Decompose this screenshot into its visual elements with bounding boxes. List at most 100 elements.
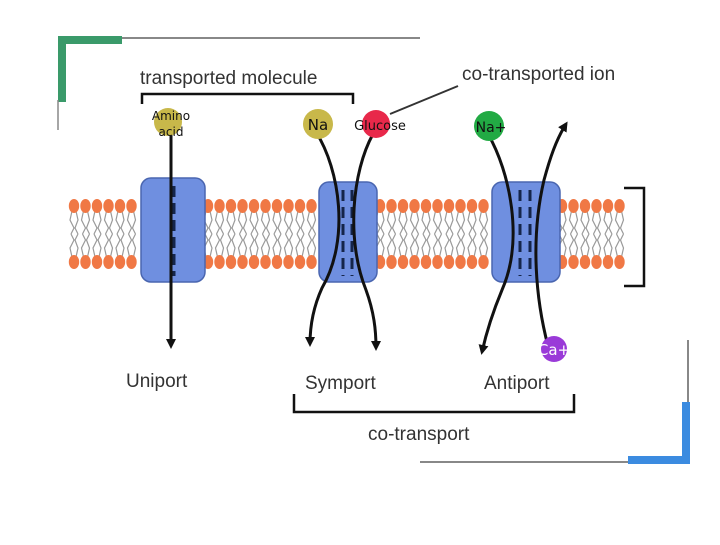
calcium-molecule: [541, 336, 567, 362]
lipid-tail: [580, 210, 590, 258]
lipid-head: [306, 198, 317, 214]
lipid-head: [409, 198, 420, 214]
lipid-head: [602, 254, 614, 270]
lipid-head: [420, 198, 432, 214]
lipid-head: [214, 198, 225, 214]
lipid-tail: [203, 210, 213, 258]
lipid-head: [271, 198, 283, 214]
lipid-head: [579, 198, 591, 214]
lipid-head: [306, 254, 317, 270]
amino-acid-molecule: [154, 108, 182, 136]
lipid-head: [478, 254, 489, 270]
lipid-tail: [115, 210, 125, 258]
frame-green-bar-horizontal: [58, 36, 122, 44]
lipid-head: [478, 198, 489, 214]
lipid-head: [283, 198, 294, 214]
frame-blue-bar-horizontal: [628, 456, 690, 464]
lipid-head: [126, 254, 137, 270]
lipid-head: [466, 254, 478, 270]
lipid-head: [225, 254, 237, 270]
lipid-tail: [237, 210, 248, 258]
frame: [57, 36, 690, 464]
lipid-head: [591, 198, 602, 214]
lipid-tail: [69, 210, 79, 258]
lipid-head: [397, 254, 409, 270]
co-transport-bracket: [292, 394, 576, 414]
frame-blue-bar-vertical: [682, 402, 690, 464]
symport-arrow-sodium: [305, 131, 341, 347]
lipid-head: [126, 198, 137, 214]
lipid-head: [466, 198, 478, 214]
lipid-head: [283, 254, 294, 270]
sodium-symport-molecule: [303, 109, 333, 139]
lipid-head: [591, 254, 602, 270]
lipid-tail: [306, 210, 317, 258]
lipid-head: [614, 254, 625, 270]
lipid-head: [579, 254, 591, 270]
lipid-tail: [260, 210, 271, 258]
lipid-head: [260, 254, 271, 270]
lipid-head: [214, 254, 225, 270]
sodium-symport-label: Na: [308, 116, 328, 134]
co-transported-ion-label: co-transported ion: [462, 64, 615, 85]
frame-green-bar-vertical: [58, 36, 66, 102]
lipid-head: [443, 198, 455, 214]
antiport-arrow-calcium: [534, 121, 568, 347]
amino-acid-label-line1: Amino: [152, 109, 190, 123]
lipid-head: [386, 198, 397, 214]
lipid-tail: [591, 210, 602, 258]
lipid-tail: [92, 210, 102, 258]
lipid-bilayer: [68, 198, 625, 270]
lipid-head: [248, 198, 260, 214]
lipid-head: [103, 254, 114, 270]
lipid-tail: [444, 210, 454, 258]
lipid-head: [294, 254, 306, 270]
lipid-head: [294, 198, 306, 214]
lipid-head: [455, 254, 466, 270]
lipid-tail: [283, 210, 294, 258]
glucose-label: Glucose: [354, 119, 406, 134]
lipid-tail: [455, 210, 466, 258]
lipid-head: [80, 198, 91, 214]
lipid-tail: [568, 210, 579, 258]
lipid-head: [91, 198, 103, 214]
lipid-head: [271, 254, 283, 270]
lipid-tail: [375, 210, 385, 258]
lipid-head: [237, 198, 248, 214]
lipid-head: [80, 254, 91, 270]
lipid-head: [386, 254, 397, 270]
antiport-arrow-sodium: [478, 133, 515, 355]
lipid-head: [248, 254, 260, 270]
lipid-head: [237, 254, 248, 270]
lipid-head: [614, 198, 625, 214]
symport-channel: [318, 181, 378, 283]
lipid-tail: [295, 210, 305, 258]
lipid-tail: [478, 210, 489, 258]
co-transported-ion-pointer: [389, 85, 459, 115]
lipid-head: [225, 198, 237, 214]
transported-molecule-bracket: [140, 92, 355, 104]
amino-acid-label-line2: acid: [159, 125, 184, 139]
lipid-head: [91, 254, 103, 270]
lipid-tail: [80, 210, 91, 258]
lipid-tail: [386, 210, 397, 258]
antiport-label: Antiport: [484, 373, 550, 394]
lipid-tail: [103, 210, 114, 258]
lipid-head: [397, 198, 409, 214]
lipid-tail: [226, 210, 236, 258]
lipid-head: [455, 198, 466, 214]
sodium-antiport-label: Na+: [476, 120, 507, 136]
lipid-tail: [249, 210, 259, 258]
lipid-tail: [603, 210, 613, 258]
lipid-tail: [467, 210, 477, 258]
lipid-head: [432, 198, 443, 214]
lipid-tail: [614, 210, 625, 258]
transported-molecule-label: transported molecule: [140, 68, 317, 89]
lipid-head: [114, 254, 126, 270]
uniport-channel: [140, 177, 206, 283]
lipid-head: [260, 198, 271, 214]
lipid-head: [68, 254, 80, 270]
symport-arrow-glucose: [352, 133, 381, 351]
